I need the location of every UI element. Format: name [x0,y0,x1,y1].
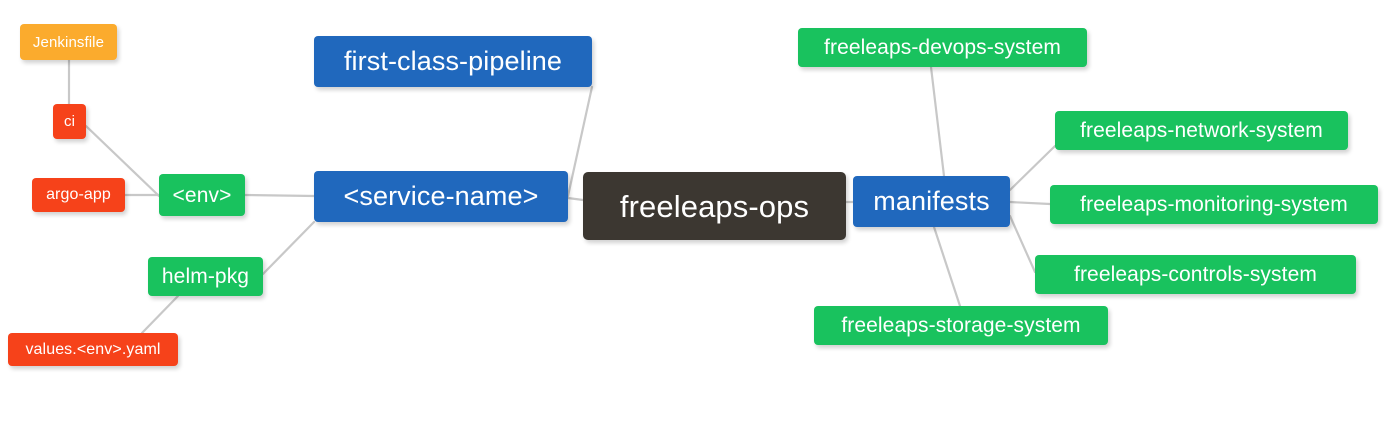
mindmap-node-jenkinsfile[interactable]: Jenkinsfile [20,24,117,60]
mindmap-node-ci[interactable]: ci [53,104,86,139]
mindmap-node-helm-pkg[interactable]: helm-pkg [148,257,263,296]
mindmap-node-env[interactable]: <env> [159,174,245,216]
edge-manifests-to-freeleaps-controls-system [1008,214,1037,274]
mindmap-node-argo-app[interactable]: argo-app [32,178,125,212]
mindmap-node-manifests[interactable]: manifests [853,176,1010,227]
mindmap-node-freeleaps-monitoring-system[interactable]: freeleaps-monitoring-system [1050,185,1378,224]
mindmap-node-freeleaps-devops-system[interactable]: freeleaps-devops-system [798,28,1087,67]
mindmap-node-freeleaps-controls-system[interactable]: freeleaps-controls-system [1035,255,1356,294]
mindmap-node-freeleaps-storage-system[interactable]: freeleaps-storage-system [814,306,1108,345]
mindmap-node-service-name[interactable]: <service-name> [314,171,568,222]
edge-env-to-service-name [243,193,316,198]
edge-manifests-to-freeleaps-storage-system [932,225,962,308]
edge-service-name-to-helm-pkg [261,220,316,276]
edge-manifests-to-freeleaps-network-system [1008,144,1057,192]
edge-freeleaps-ops-to-service-name [566,196,585,202]
edge-manifests-to-freeleaps-monitoring-system [1008,200,1052,206]
mindmap-node-values-env-yaml[interactable]: values.<env>.yaml [8,333,178,366]
mindmap-node-freeleaps-ops[interactable]: freeleaps-ops [583,172,846,240]
edge-manifests-to-freeleaps-devops-system [929,65,946,178]
edge-helm-pkg-to-values-env-yaml [140,294,180,335]
mindmap-node-first-class-pipeline[interactable]: first-class-pipeline [314,36,592,87]
mindmap-node-freeleaps-network-system[interactable]: freeleaps-network-system [1055,111,1348,150]
